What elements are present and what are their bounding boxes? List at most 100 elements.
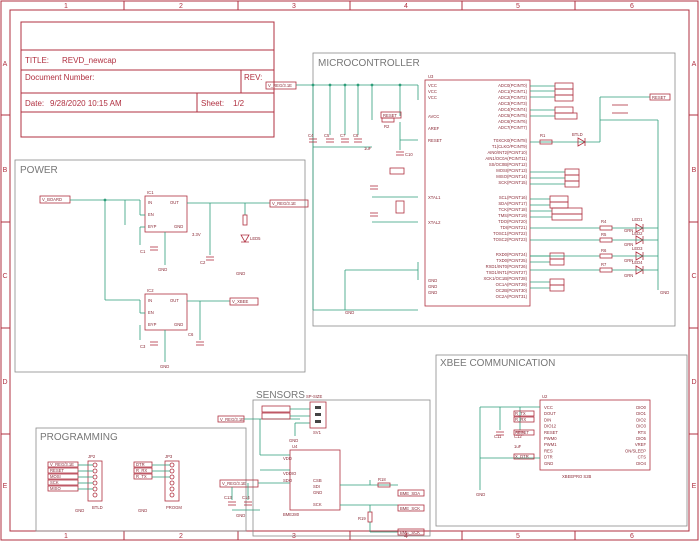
xbee-pin: DIO12 [544, 424, 557, 429]
regulator-ic1 [144, 195, 188, 233]
vreg-out-text: V_REG/3.1E [272, 201, 296, 206]
net-tag [564, 180, 580, 188]
mcu-pin: T1(CLKO/PCINT9) [492, 144, 528, 149]
net-tag-text: RESET [515, 430, 529, 435]
sensor-pin: SDI [313, 484, 320, 489]
sensors-block: V_REG/3.1E GND SP-SIZE SV1 U4 VDD VDDIO … [217, 394, 425, 536]
title-label: TITLE: [25, 56, 49, 65]
col-label: 4 [404, 3, 408, 10]
col-label: 5 [516, 3, 520, 10]
pin-en: EN [148, 310, 154, 315]
row-label: B [692, 167, 697, 174]
gnd-label: GND [660, 290, 669, 295]
cap-label: C3 [140, 344, 146, 349]
gnd-label: GND [236, 513, 245, 518]
net-tag-text: R_RX [515, 417, 526, 422]
mcu-pin: ADC1(PCINT1) [498, 89, 527, 94]
pin-gnd: GND [174, 322, 183, 327]
net-tag [551, 213, 583, 221]
sensor-connector [309, 401, 327, 429]
cap-label: C4 [308, 133, 314, 138]
pin-in: IN [148, 200, 152, 205]
gnd-label: GND [289, 438, 298, 443]
bme-sck-text: BME_SCK [400, 506, 420, 511]
jp2-ref: JP2 [88, 454, 96, 459]
net-tag [554, 82, 574, 90]
r18-label: R18 [378, 477, 386, 482]
sheet-value: 1/2 [233, 99, 245, 108]
ic1-label: IC1 [147, 190, 154, 195]
xbee-block: U2 XBEEPRO S2B VCCDOUTDINDIO12RESETPWM0P… [476, 394, 651, 497]
xbee-pin: DTR [544, 455, 553, 460]
status-led-4: R7 LED4 GRN [599, 260, 658, 278]
xbee-module [539, 399, 651, 471]
mcu-pin: ADC5(PCINT5) [498, 113, 527, 118]
col-label: 2 [179, 3, 183, 10]
led-resistor [242, 214, 248, 226]
title-block: TITLE: REVD_newcap Document Number: REV:… [20, 21, 275, 138]
net-tag [133, 461, 153, 468]
col-label: 4 [404, 533, 408, 540]
xbee-pin: RTS [638, 430, 647, 435]
mcu-pin: RXD0(PCINT24) [496, 252, 528, 257]
mcu-pin: RXD1/INT0(PCINT26) [486, 264, 528, 269]
net-label-reset-sw [649, 93, 671, 101]
gnd-label: GND [345, 310, 354, 315]
status-led-1: R4 LED1 GRN [599, 217, 658, 233]
net-tag [549, 284, 565, 292]
xbee-pin: PWM0 [544, 436, 557, 441]
xbee-pin: RESET [544, 430, 558, 435]
xbee-pin: DIO4 [636, 461, 646, 466]
net-tag [513, 410, 535, 417]
cap-label: C12 [514, 434, 522, 439]
xbee-pin: DIO0 [636, 405, 646, 410]
mcu-pin: ADC4(PCINT4) [498, 107, 527, 112]
bme-sck-text: BME_SCK [400, 530, 420, 535]
net-tag [554, 112, 578, 120]
gnd-label: GND [75, 508, 84, 513]
date-value: 9/28/2020 10:15 AM [50, 99, 122, 108]
connector-part: SP-SIZE [306, 394, 322, 399]
xbee-pin: DIO2 [636, 417, 646, 422]
xbee-pin: DIO5 [636, 436, 646, 441]
gnd-label: GND [158, 267, 167, 272]
mcu-pin: AREF [428, 126, 440, 131]
jp2-label: BTLD [92, 505, 103, 510]
c10-label: C10 [405, 152, 413, 157]
net-tag [551, 207, 583, 215]
r1-resistor [539, 139, 553, 145]
sensor-pin: SCK [313, 502, 322, 507]
row-label: D [2, 379, 7, 386]
net-tag [554, 94, 574, 102]
net-tag [549, 278, 565, 286]
mcu-pin: TCK(PCINT18) [499, 207, 528, 212]
r2-label: R2 [384, 124, 390, 129]
cap-label: C1 [140, 249, 146, 254]
jp3-ref: JP3 [165, 454, 173, 459]
sensor-pin: SDO [283, 478, 293, 483]
mcu-pin: MISO(PCINT14) [496, 174, 527, 179]
mcu-ic [424, 79, 531, 307]
net-tag [47, 473, 79, 480]
net-tag [261, 405, 291, 413]
col-label: 5 [516, 533, 520, 540]
resistor-label: R5 [601, 232, 607, 237]
mcu-pin: TMS(PCINT19) [498, 213, 527, 218]
mcu-pin: VCC [428, 83, 437, 88]
net-label-vboard [39, 195, 71, 204]
mcu-pin: SCL(PCINT16) [499, 195, 528, 200]
net-tag-bme-sda [397, 489, 425, 497]
led-color: GRN [624, 228, 633, 233]
power-block: V_BOARD IC1 IN OUT EN BYP GND C1 C2 3.3V… [39, 190, 309, 369]
mcu-pin: OC1A(PCINT29) [496, 282, 528, 287]
net-tag-bme-sck [397, 528, 425, 536]
xbee-pin: DIO3 [636, 424, 646, 429]
net-label-vreg [265, 81, 297, 90]
led-label: LED4 [632, 260, 643, 265]
mcu-pin: AVCC [428, 114, 439, 119]
mcu-pin: TOSC1(PCINT22) [493, 231, 528, 236]
mcu-pin: TOSC2(PCINT23) [493, 237, 528, 242]
net-tag-text: R_RX [136, 468, 147, 473]
